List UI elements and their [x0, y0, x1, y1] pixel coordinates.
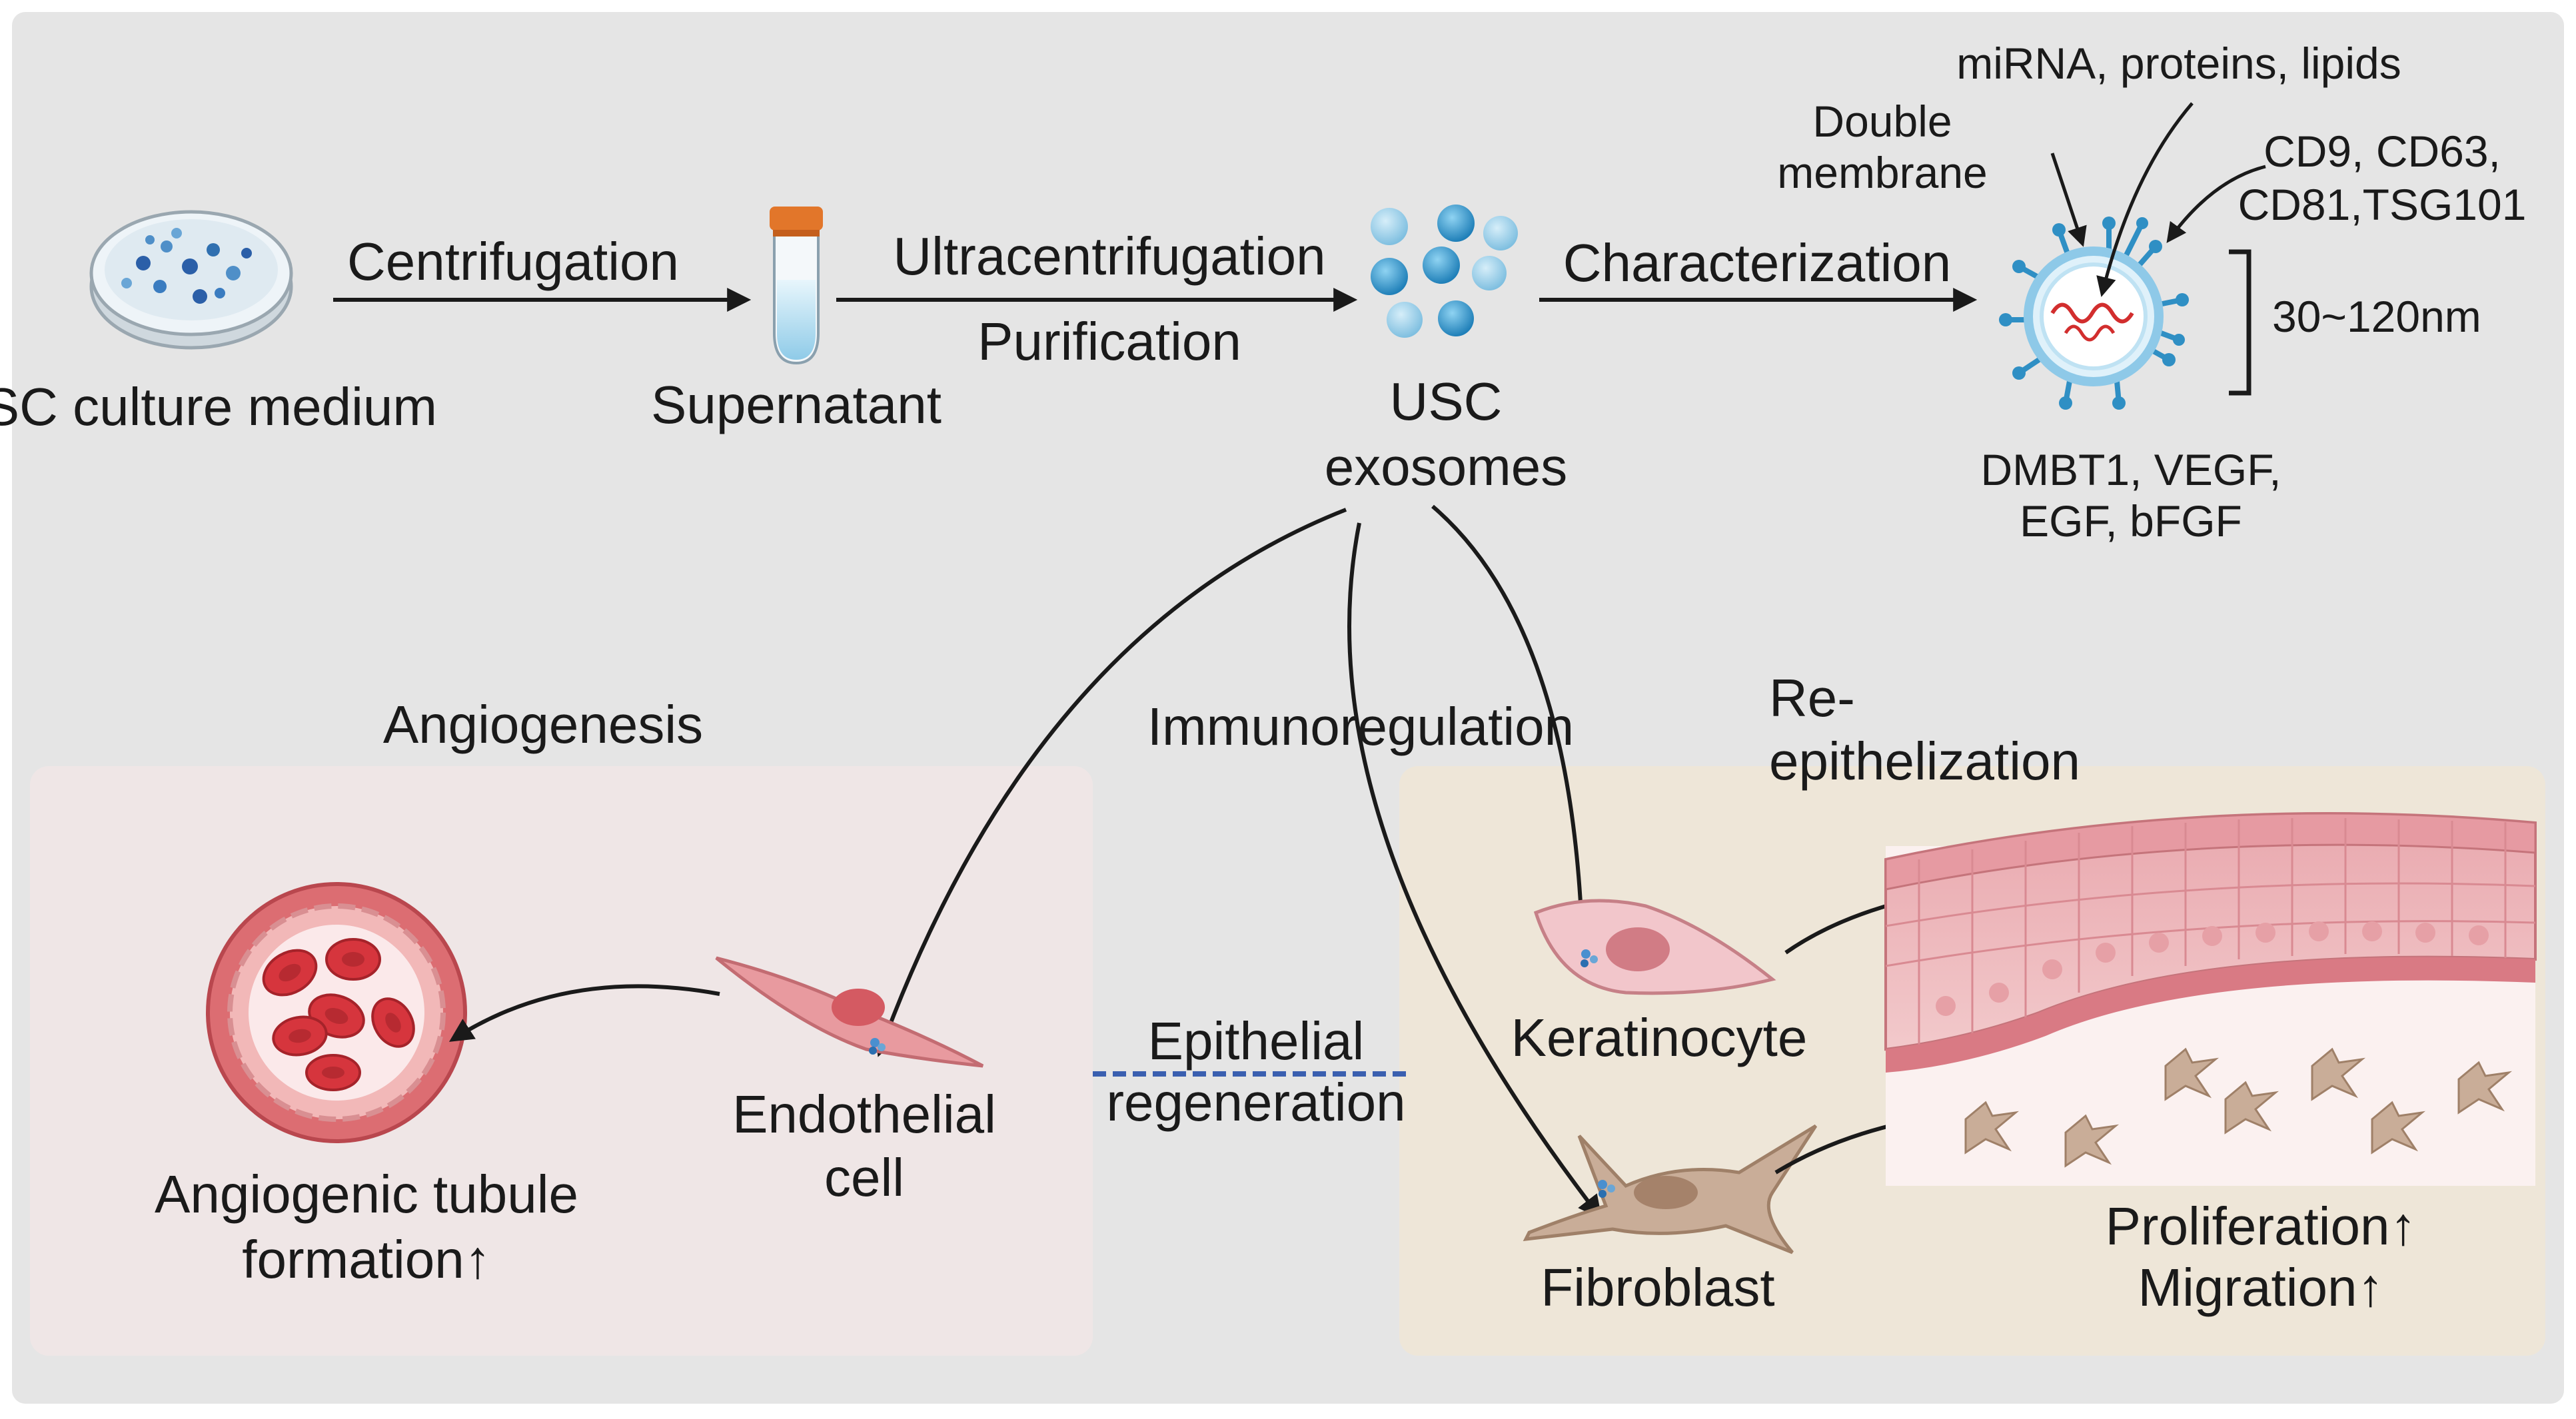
markers-label-2: CD81,TSG101: [2238, 180, 2527, 229]
fibroblast-icon: [1523, 1124, 1818, 1254]
endothelial-label-1: Endothelial: [732, 1085, 996, 1144]
cargo-label: miRNA, proteins, lipids: [1956, 39, 2401, 88]
usc-exosomes-label-2: exosomes: [1325, 437, 1568, 496]
reepithelization-label-1: Re-: [1769, 668, 1855, 727]
tubule-label-2: formation↑: [242, 1230, 490, 1289]
endothelial-label-2: cell: [824, 1148, 904, 1207]
usc-exosomes-label-1: USC: [1390, 372, 1503, 431]
membrane-label-2: membrane: [1777, 148, 1987, 197]
supernatant-label: Supernatant: [651, 375, 942, 434]
migration-label: Migration↑: [2138, 1258, 2383, 1317]
arrow-to-keratinocyte: [1431, 504, 1595, 951]
arrow-to-fibroblast: [1347, 522, 1603, 1220]
culture-medium-label: USC culture medium: [0, 377, 437, 436]
arrow-to-tubule: [448, 984, 720, 1042]
endothelial-cell-icon: [715, 956, 984, 1068]
purification-label: Purification: [977, 312, 1241, 371]
petri-dish-icon: [89, 210, 293, 350]
reepithelization-label-2: epithelization: [1769, 731, 2080, 791]
size-label: 30~120nm: [2272, 292, 2481, 341]
skin-tissue-icon: [1884, 812, 2537, 1186]
size-bracket: [2229, 249, 2252, 396]
immunoregulation-label: Immunoregulation: [1147, 697, 1574, 756]
ultracentrifugation-label: Ultracentrifugation: [893, 227, 1325, 286]
blood-vessel-icon: [206, 882, 467, 1143]
keratinocyte-label: Keratinocyte: [1511, 1008, 1808, 1067]
arrow-cargo: [2096, 102, 2194, 297]
factors-label-2: EGF, bFGF: [2020, 496, 2242, 546]
test-tube-icon: [770, 207, 823, 365]
arrow-to-endothelial: [874, 508, 1347, 1057]
factors-label-1: DMBT1, VEGF,: [1980, 445, 2281, 494]
fibroblast-label: Fibroblast: [1541, 1258, 1774, 1317]
epithelial-regeneration-label-2: regeneration: [1106, 1073, 1405, 1132]
centrifugation-label: Centrifugation: [347, 232, 679, 291]
proliferation-label: Proliferation↑: [2106, 1196, 2417, 1256]
exosome-cluster-icon: [1371, 205, 1518, 338]
keratinocyte-icon: [1533, 899, 1776, 995]
angiogenesis-label: Angiogenesis: [383, 695, 703, 754]
epithelial-regeneration-label-1: Epithelial: [1148, 1011, 1365, 1071]
arrow-membrane: [2050, 153, 2087, 247]
characterization-label: Characterization: [1563, 233, 1952, 292]
markers-label-1: CD9, CD63,: [2263, 127, 2501, 176]
arrow-markers: [2166, 165, 2266, 243]
exosome-structure-icon: [1999, 217, 2189, 410]
tubule-label-1: Angiogenic tubule: [155, 1165, 578, 1224]
membrane-label-1: Double: [1812, 97, 1952, 146]
